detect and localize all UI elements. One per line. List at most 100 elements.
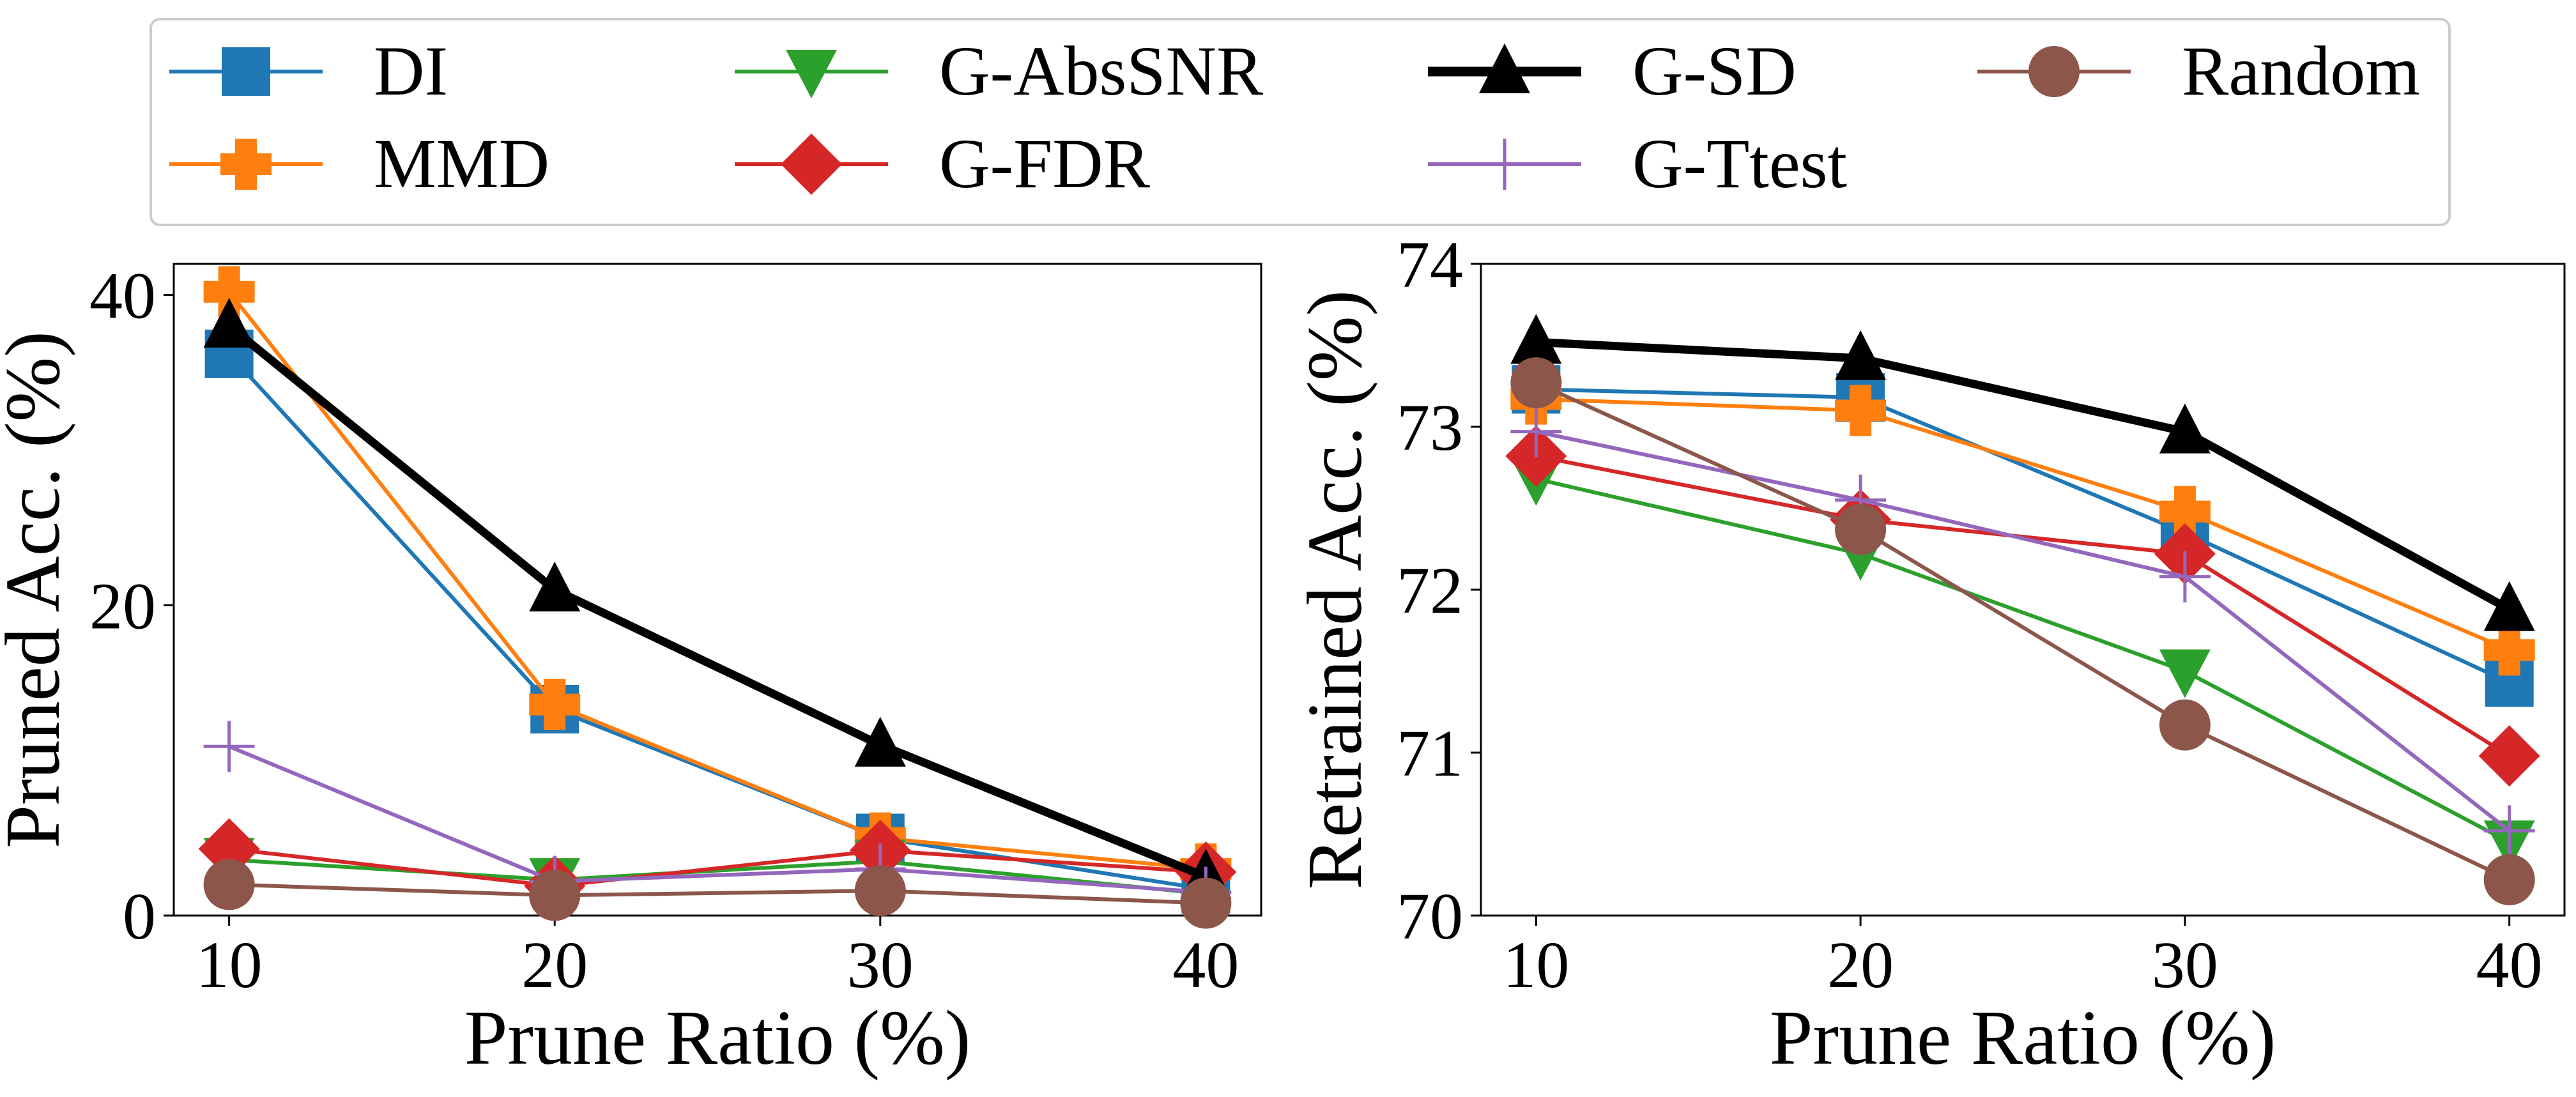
- marker-g-sd-point: [1835, 330, 1887, 380]
- series-line-mmd: [1536, 397, 2510, 652]
- marker-mmd-point: [2159, 486, 2211, 537]
- legend-items: DI MMD G-AbsSNR G-FDR G-SD G-Ttest Random: [169, 32, 2420, 203]
- series-line-random: [1535, 381, 2510, 882]
- marker-g-ttest-legend: [1479, 139, 1530, 190]
- legend-item-di: DI: [169, 32, 448, 110]
- marker-di-legend: [222, 47, 270, 96]
- plot-frame: [1480, 263, 2566, 917]
- legend-label: Random: [2182, 32, 2420, 110]
- series-line-g-sd: [1535, 337, 2511, 613]
- retrained-acc-chart: 10 20 30 40 70 71 72 73 74 Retrained Acc. (%) Pr…: [1292, 228, 2566, 1081]
- series-line-g-abssnr: [1535, 477, 2511, 844]
- y-tick-label: 40: [89, 259, 156, 333]
- series-group: [198, 266, 1237, 929]
- series-line-g-fdr: [1535, 454, 2511, 758]
- marker-g-sd-point: [2483, 581, 2535, 631]
- legend-item-mmd: MMD: [169, 125, 549, 203]
- marker-g-fdr-legend: [781, 134, 842, 195]
- marker-mmd-point: [1835, 385, 1887, 436]
- y-axis-label: Retrained Acc. (%): [1292, 290, 1378, 889]
- legend: DI MMD G-AbsSNR G-FDR G-SD G-Ttest Random: [150, 18, 2451, 226]
- legend-item-g-sd: G-SD: [1428, 32, 1797, 110]
- series-line-random: [229, 882, 1206, 905]
- x-axis-label: Prune Ratio (%): [464, 995, 971, 1081]
- marker-g-ttest-point: [1510, 406, 1562, 457]
- series-line-g-abssnr: [229, 857, 1206, 896]
- legend-item-g-fdr: G-FDR: [735, 125, 1151, 203]
- x-tick-label: 20: [521, 928, 588, 1002]
- marker-g-sd-point: [529, 562, 581, 611]
- x-tick-label: 20: [1827, 928, 1894, 1002]
- legend-label: MMD: [374, 125, 549, 203]
- marker-random-point: [1835, 503, 1887, 555]
- y-tick-label: 20: [89, 569, 156, 643]
- tick-group: 10 20 30 40 70 71 72 73 74: [1397, 228, 2543, 1002]
- x-tick-label: 10: [1503, 928, 1569, 1002]
- y-tick-label: 72: [1397, 554, 1463, 627]
- y-tick-label: 73: [1397, 391, 1463, 464]
- series-line-g-sd: [226, 323, 1208, 881]
- legend-label: G-AbsSNR: [939, 32, 1264, 110]
- legend-label: DI: [374, 32, 448, 110]
- marker-g-sd-point: [203, 298, 255, 348]
- series-g-abssnr: [203, 838, 1232, 921]
- x-tick-label: 10: [196, 928, 263, 1002]
- y-axis-label: Pruned Acc. (%): [0, 331, 76, 848]
- tick-group: 10 20 30 40 0 20 40: [89, 259, 1239, 1002]
- legend-frame: [150, 18, 2451, 226]
- marker-mmd-legend: [220, 139, 272, 190]
- marker-random-point: [854, 865, 906, 917]
- marker-random-point: [529, 870, 581, 921]
- y-tick-label: 74: [1397, 228, 1463, 302]
- x-axis-label: Prune Ratio (%): [1770, 995, 2276, 1081]
- legend-item-random: Random: [1977, 32, 2420, 110]
- marker-random-point: [203, 859, 255, 910]
- x-tick-label: 30: [847, 928, 914, 1002]
- x-tick-label: 40: [2476, 928, 2543, 1002]
- pruned-acc-chart: 10 20 30 40 0 20 40 Pruned Acc. (%) Prune Rati…: [0, 259, 1262, 1081]
- marker-g-sd-point: [2159, 403, 2211, 454]
- marker-random-point: [1510, 357, 1562, 409]
- plot-frame: [172, 263, 1262, 917]
- x-tick-label: 40: [1172, 928, 1239, 1002]
- series-random: [1510, 357, 2535, 905]
- series-line-di: [227, 352, 1206, 891]
- series-line-g-fdr: [229, 847, 1206, 888]
- series-line-di: [1536, 387, 2510, 685]
- marker-g-sd-point: [1510, 314, 1562, 364]
- marker-random-point: [1180, 877, 1232, 929]
- series-g-sd: [203, 298, 1232, 899]
- marker-random-point: [2483, 854, 2535, 905]
- y-tick-label: 71: [1397, 717, 1463, 790]
- marker-g-abssnr-legend: [786, 50, 837, 98]
- marker-g-abssnr-point: [2159, 649, 2211, 698]
- legend-label: G-FDR: [939, 125, 1151, 203]
- marker-mmd-point: [203, 266, 255, 318]
- legend-label: G-Ttest: [1632, 125, 1847, 203]
- marker-g-fdr-point: [2478, 725, 2540, 787]
- series-line-g-ttest: [228, 744, 1206, 894]
- series-g-sd: [1510, 314, 2535, 631]
- y-tick-label: 0: [123, 880, 156, 953]
- legend-label: G-SD: [1632, 32, 1797, 110]
- legend-item-g-ttest: G-Ttest: [1428, 125, 1847, 203]
- legend-item-g-abssnr: G-AbsSNR: [735, 32, 1264, 110]
- series-mmd: [1510, 373, 2535, 676]
- series-group: [1505, 314, 2540, 905]
- series-g-ttest: [1510, 406, 2535, 857]
- marker-g-ttest-point: [2159, 551, 2211, 602]
- series-line-mmd: [227, 290, 1206, 871]
- marker-mmd-point: [529, 679, 581, 730]
- marker-g-ttest-point: [2483, 805, 2535, 857]
- series-g-abssnr: [1510, 457, 2535, 870]
- series-random: [203, 859, 1232, 929]
- marker-random-legend: [2028, 46, 2080, 97]
- x-tick-label: 30: [2152, 928, 2218, 1002]
- y-tick-label: 70: [1397, 880, 1463, 953]
- marker-g-sd-point: [854, 716, 906, 767]
- marker-mmd-point: [2483, 624, 2535, 676]
- marker-g-sd-legend: [1479, 43, 1530, 93]
- series-line-g-ttest: [1535, 429, 2511, 832]
- marker-random-point: [2159, 699, 2211, 751]
